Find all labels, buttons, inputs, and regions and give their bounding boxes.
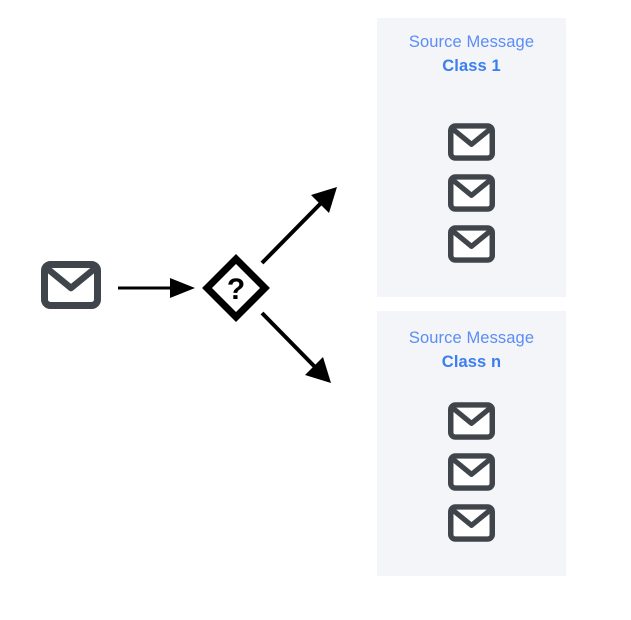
- class-panel-class-n: Source Message Class n: [377, 311, 566, 576]
- arrow-decision-to-class-n-icon: [260, 311, 331, 383]
- panel-subtitle: Class 1: [442, 56, 501, 75]
- message-envelope-icon: [448, 123, 495, 166]
- decision-question-mark: ?: [227, 273, 245, 306]
- message-envelope-icon: [448, 402, 495, 445]
- arrow-source-to-decision-icon: [118, 278, 195, 298]
- panel-title: Source Message: [408, 329, 535, 347]
- envelope-icon: [41, 261, 101, 309]
- message-list: [377, 123, 566, 268]
- class-panel-class-1: Source Message Class 1: [377, 18, 566, 297]
- message-list: [377, 402, 566, 547]
- diamond-decision-icon: ?: [202, 254, 270, 322]
- message-envelope-icon: [448, 453, 495, 496]
- panel-heading: Source Message Class n: [377, 328, 566, 372]
- message-envelope-icon: [448, 225, 495, 268]
- panel-title: Source Message: [408, 33, 535, 51]
- message-envelope-icon: [448, 174, 495, 217]
- panel-heading: Source Message Class 1: [377, 32, 566, 76]
- message-envelope-icon: [448, 504, 495, 547]
- arrow-decision-to-class-1-icon: [260, 187, 337, 265]
- decision-diamond-icon: ?: [200, 252, 272, 324]
- source-envelope-icon: [41, 261, 101, 309]
- panel-subtitle: Class n: [441, 352, 502, 371]
